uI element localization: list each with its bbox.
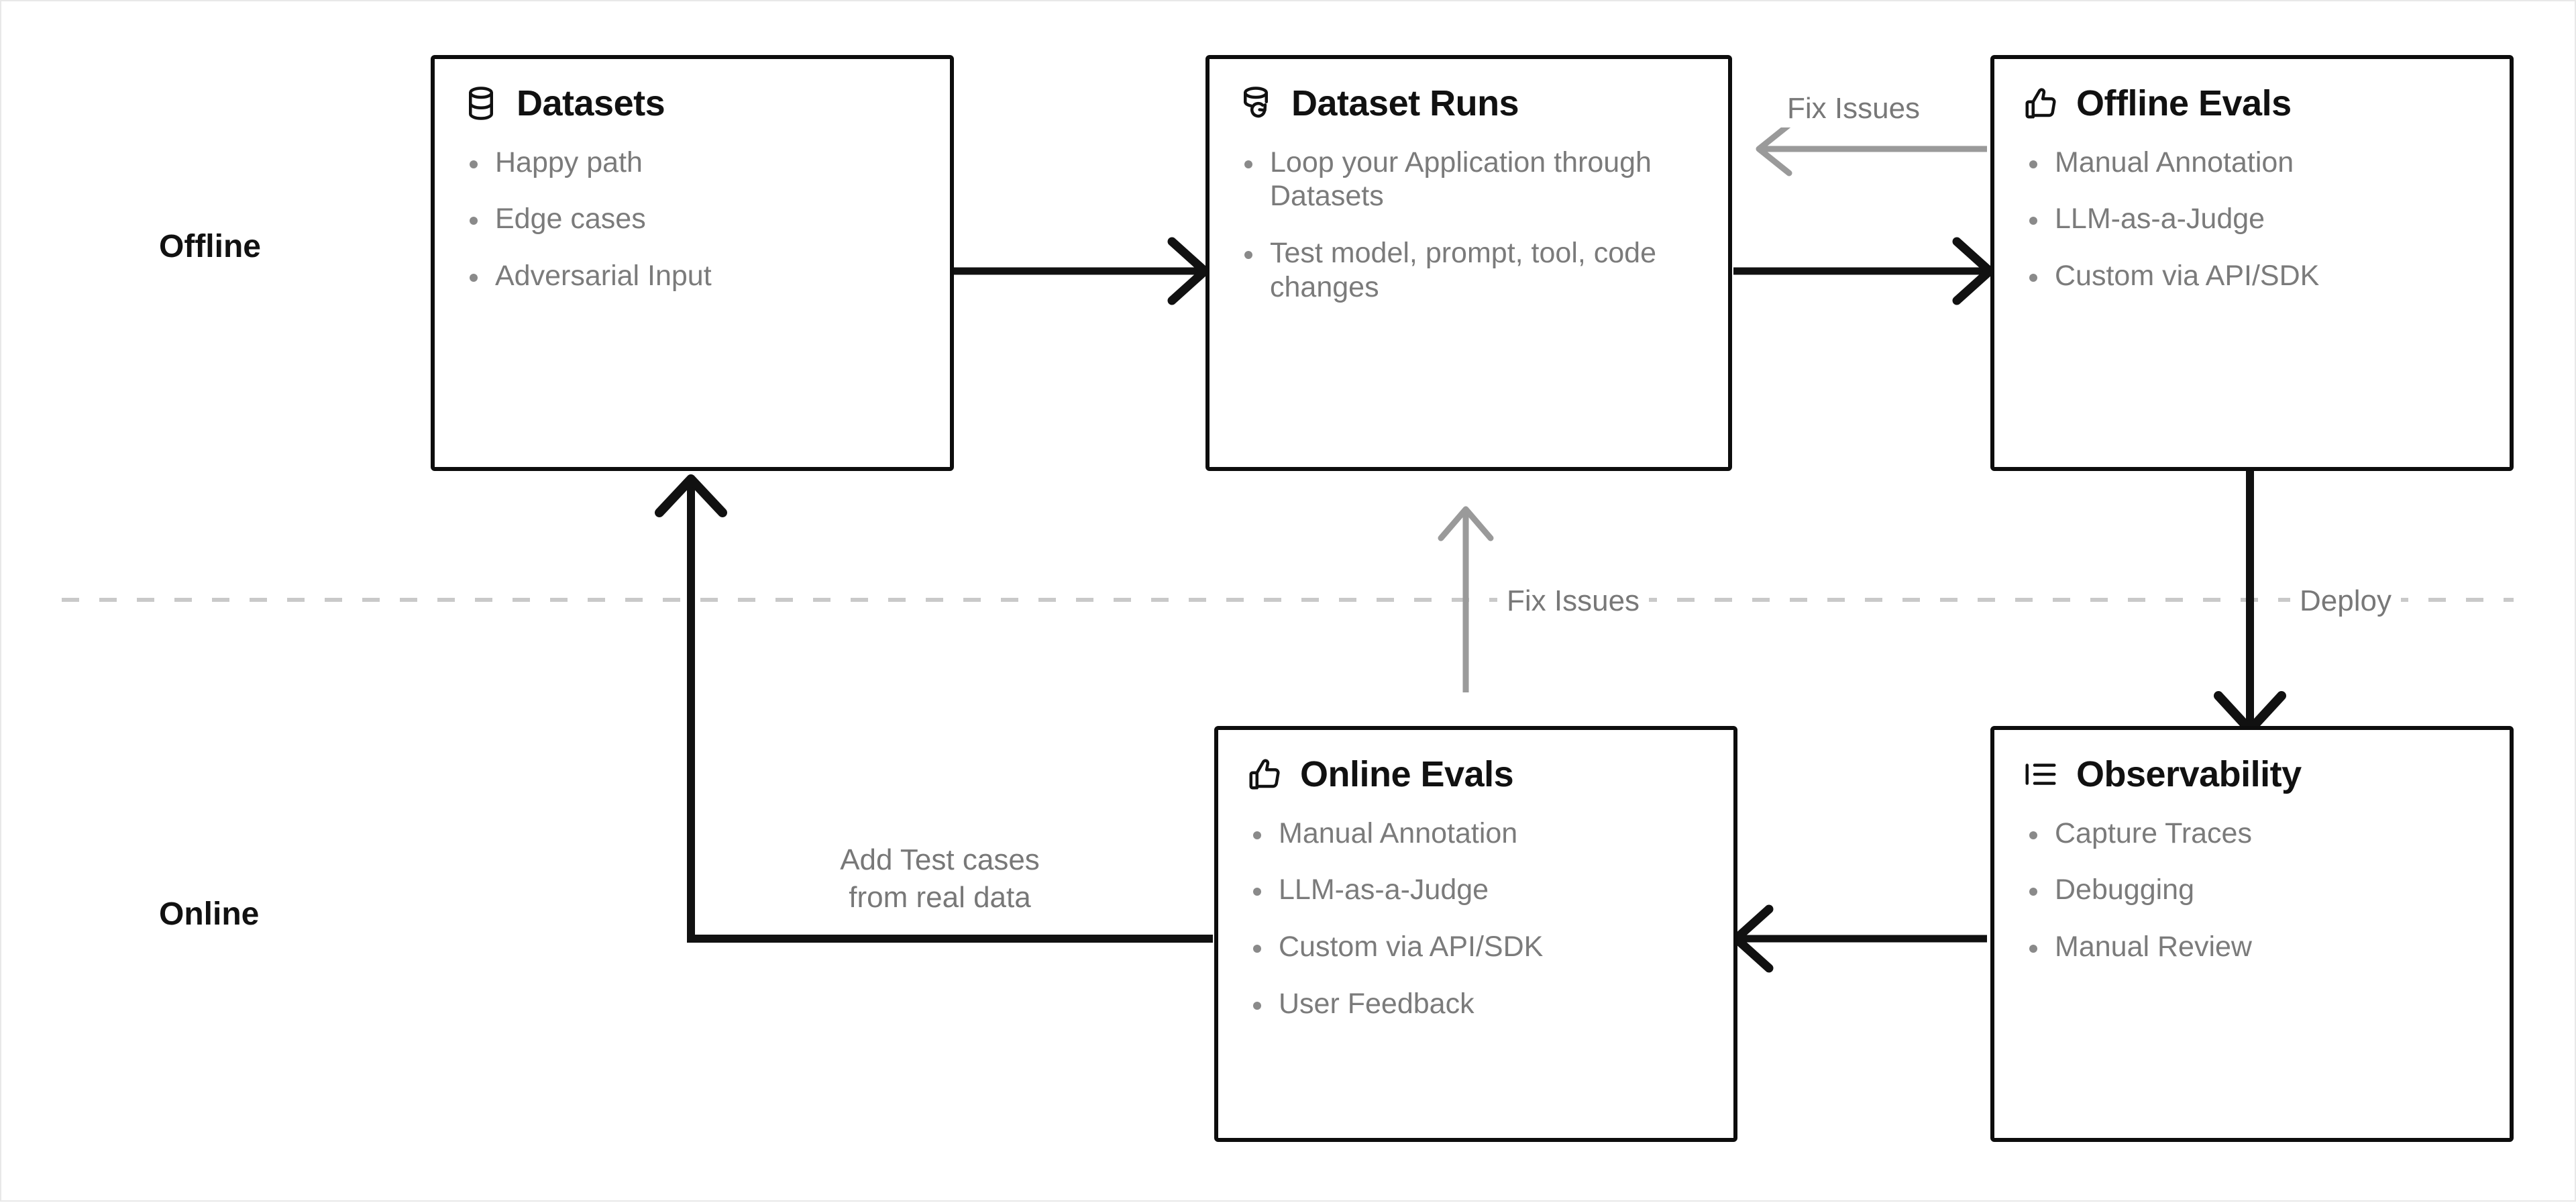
lane-label-online: Online	[159, 896, 260, 932]
list-item: Edge cases	[463, 202, 922, 236]
list-item: Manual Annotation	[2023, 146, 2481, 180]
node-offline-evals[interactable]: Offline Evals Manual Annotation LLM-as-a…	[1990, 55, 2514, 471]
database-refresh-icon	[1244, 87, 1268, 118]
node-observability[interactable]: Observability Capture Traces Debugging M…	[1990, 726, 2514, 1142]
list-item: Loop your Application through Datasets	[1238, 146, 1700, 213]
list-item: Capture Traces	[2023, 817, 2481, 851]
arrow-dataset-runs-to-offline-evals	[1733, 237, 1994, 305]
edge-label-fix-issues-top: Fix Issues	[1778, 90, 1930, 128]
edge-label-fix-issues-middle: Fix Issues	[1497, 582, 1650, 621]
node-dataset-runs-bullets: Loop your Application through Datasets T…	[1238, 146, 1700, 305]
node-online-evals-bullets: Manual Annotation LLM-as-a-Judge Custom …	[1246, 817, 1705, 1021]
list-item: Debugging	[2023, 873, 2481, 907]
arrow-observability-to-online-evals	[1731, 904, 1987, 973]
node-datasets-bullets: Happy path Edge cases Adversarial Input	[463, 146, 922, 293]
node-datasets[interactable]: Datasets Happy path Edge cases Adversari…	[431, 55, 954, 471]
arrow-datasets-to-dataset-runs	[949, 237, 1210, 305]
node-offline-evals-header: Offline Evals	[2023, 85, 2481, 123]
list-item: Adversarial Input	[463, 259, 922, 293]
list-item: Test model, prompt, tool, code changes	[1238, 236, 1700, 304]
list-item: Manual Annotation	[1246, 817, 1705, 851]
edge-label-deploy: Deploy	[2290, 582, 2401, 621]
lane-label-offline: Offline	[159, 229, 261, 264]
node-online-evals[interactable]: Online Evals Manual Annotation LLM-as-a-…	[1214, 726, 1737, 1142]
node-datasets-title: Datasets	[517, 83, 665, 123]
list-item: Custom via API/SDK	[1246, 930, 1705, 964]
edge-label-add-test-cases-line2: from real data	[849, 881, 1031, 914]
list-indent-icon	[2025, 764, 2056, 786]
node-dataset-runs[interactable]: Dataset Runs Loop your Application throu…	[1205, 55, 1732, 471]
edge-label-add-test-cases: Add Test cases from real data	[810, 841, 1070, 917]
arrow-fix-issues-middle	[1438, 506, 1494, 692]
list-item: Custom via API/SDK	[2023, 259, 2481, 293]
thumbs-up-icon	[1249, 759, 1280, 790]
node-online-evals-header: Online Evals	[1246, 755, 1705, 794]
list-item: LLM-as-a-Judge	[2023, 202, 2481, 236]
node-observability-title: Observability	[2076, 754, 2302, 794]
database-icon	[469, 87, 493, 121]
node-offline-evals-bullets: Manual Annotation LLM-as-a-Judge Custom …	[2023, 146, 2481, 293]
node-datasets-header: Datasets	[463, 85, 922, 123]
node-offline-evals-title: Offline Evals	[2076, 83, 2292, 123]
list-item: LLM-as-a-Judge	[1246, 873, 1705, 907]
node-observability-header: Observability	[2023, 755, 2481, 794]
list-item: Happy path	[463, 146, 922, 180]
list-item: User Feedback	[1246, 987, 1705, 1021]
node-online-evals-title: Online Evals	[1300, 754, 1514, 794]
arrow-deploy	[2214, 471, 2286, 735]
list-item: Manual Review	[2023, 930, 2481, 964]
node-dataset-runs-header: Dataset Runs	[1238, 85, 1700, 123]
node-observability-bullets: Capture Traces Debugging Manual Review	[2023, 817, 2481, 964]
arrow-fix-issues-top	[1756, 121, 1987, 176]
thumbs-up-icon	[2025, 88, 2056, 119]
edge-label-add-test-cases-line1: Add Test cases	[840, 843, 1040, 876]
node-dataset-runs-title: Dataset Runs	[1291, 83, 1519, 123]
